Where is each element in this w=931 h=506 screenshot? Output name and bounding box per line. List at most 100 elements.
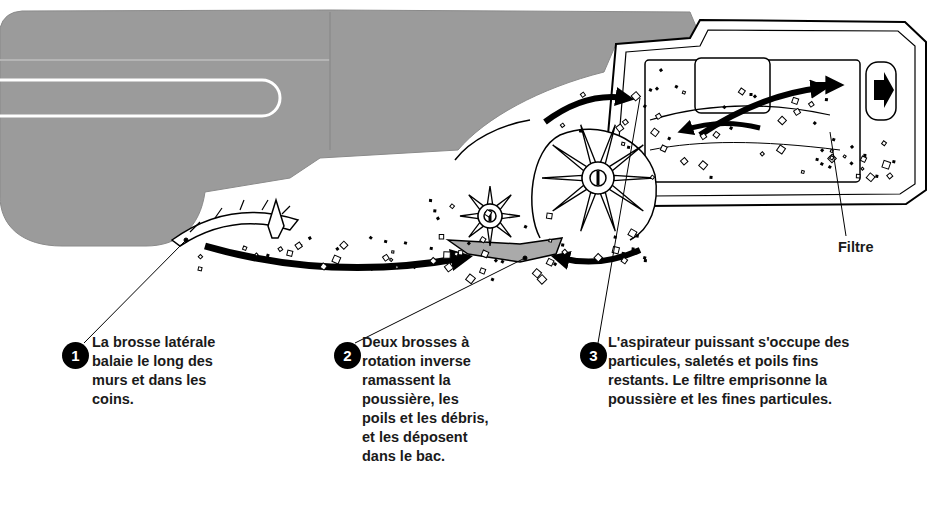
debris-particles bbox=[562, 249, 568, 255]
debris-particles bbox=[439, 235, 443, 239]
debris-particles bbox=[198, 254, 202, 258]
debris-particles bbox=[730, 122, 733, 125]
debris-particles bbox=[480, 268, 486, 274]
debris-particles bbox=[332, 255, 341, 264]
callout-text: 1 bbox=[71, 348, 79, 363]
debris-particles bbox=[863, 154, 866, 157]
debris-particles bbox=[369, 236, 373, 240]
robot-body bbox=[0, 59, 330, 61]
debris-particles bbox=[887, 173, 893, 179]
debris-particles bbox=[444, 252, 451, 259]
debris-particles bbox=[709, 176, 712, 179]
debris-particles bbox=[480, 237, 486, 243]
counter-rotating-brushes bbox=[542, 125, 654, 232]
debris-particles bbox=[777, 145, 786, 154]
counter-rotating-brushes bbox=[600, 192, 615, 231]
counter-rotating-brushes bbox=[609, 185, 643, 211]
debris-particles bbox=[560, 123, 564, 127]
robot-body bbox=[0, 80, 280, 116]
leader-lines bbox=[598, 98, 640, 343]
debris-particles bbox=[830, 156, 834, 160]
debris-particles bbox=[454, 252, 458, 256]
debris-particles bbox=[412, 265, 416, 269]
airflow-arrows bbox=[545, 97, 625, 122]
debris-particles bbox=[255, 253, 258, 256]
debris-particles bbox=[546, 213, 552, 219]
debris-particles bbox=[481, 250, 489, 258]
debris-particles bbox=[390, 258, 393, 261]
counter-rotating-brushes bbox=[460, 186, 520, 246]
debris-particles bbox=[308, 236, 312, 240]
debris-particles bbox=[382, 254, 389, 261]
debris-particles bbox=[682, 91, 685, 94]
debris-particles bbox=[856, 174, 860, 178]
debris-particles bbox=[643, 256, 647, 260]
debris-particles bbox=[636, 234, 639, 237]
debris-particles bbox=[850, 145, 854, 149]
debris-particles bbox=[650, 175, 654, 179]
robot-body bbox=[329, 12, 331, 150]
debris-particles bbox=[480, 237, 486, 243]
counter-rotating-brushes bbox=[553, 145, 587, 171]
debris-particles bbox=[738, 88, 745, 95]
debris-particles bbox=[801, 170, 804, 173]
debris-particles bbox=[849, 161, 853, 165]
debris-particles bbox=[860, 156, 866, 162]
debris-particles bbox=[484, 210, 491, 217]
debris-particles bbox=[266, 254, 270, 258]
debris-particles bbox=[480, 268, 486, 274]
debris-particles bbox=[777, 145, 786, 154]
debris-particles bbox=[643, 256, 647, 260]
debris-particles bbox=[278, 247, 283, 252]
debris-particles bbox=[392, 251, 394, 253]
dust-bin bbox=[604, 20, 926, 206]
debris-particles bbox=[722, 105, 726, 109]
debris-particles bbox=[369, 236, 373, 240]
debris-particles bbox=[892, 160, 896, 164]
debris-particles bbox=[198, 254, 202, 258]
debris-particles bbox=[433, 209, 436, 212]
debris-particles bbox=[621, 142, 624, 145]
debris-particles bbox=[680, 158, 687, 165]
debris-particles bbox=[628, 229, 637, 238]
debris-particles bbox=[433, 209, 436, 212]
debris-particles bbox=[832, 138, 836, 142]
debris-particles bbox=[656, 113, 662, 119]
debris-particles bbox=[699, 161, 708, 170]
counter-rotating-brushes bbox=[609, 145, 643, 171]
debris-particles bbox=[659, 68, 663, 72]
robot-body bbox=[0, 10, 700, 246]
debris-particles bbox=[370, 267, 374, 271]
debris-particles bbox=[549, 239, 552, 242]
debris-particles bbox=[467, 241, 471, 245]
debris-particles bbox=[616, 124, 624, 132]
debris-particles bbox=[866, 173, 875, 182]
debris-particles bbox=[384, 240, 388, 244]
airflow-arrows bbox=[205, 85, 835, 268]
debris-particles bbox=[753, 94, 757, 98]
debris-particles bbox=[699, 161, 708, 170]
debris-particles bbox=[278, 247, 283, 252]
debris-particles bbox=[622, 98, 626, 102]
debris-particles bbox=[429, 199, 432, 202]
debris-particles bbox=[621, 142, 624, 145]
debris-particles bbox=[560, 123, 564, 127]
debris-particles bbox=[828, 165, 832, 169]
debris-particles bbox=[616, 124, 624, 132]
brush-housing bbox=[448, 120, 656, 262]
debris-particles bbox=[674, 85, 678, 89]
debris-particles bbox=[198, 68, 896, 284]
debris-particles bbox=[198, 267, 202, 271]
debris-particles bbox=[655, 87, 659, 91]
debris-particles bbox=[500, 260, 504, 264]
debris-particles bbox=[820, 162, 824, 166]
debris-particles bbox=[444, 263, 453, 272]
debris-particles bbox=[738, 88, 745, 95]
debris-particles bbox=[713, 131, 720, 138]
debris-particles bbox=[825, 98, 828, 101]
dust-bin bbox=[604, 20, 926, 206]
debris-particles bbox=[753, 94, 757, 98]
debris-particles bbox=[655, 87, 659, 91]
debris-particles bbox=[667, 136, 671, 140]
debris-particles bbox=[627, 146, 631, 150]
